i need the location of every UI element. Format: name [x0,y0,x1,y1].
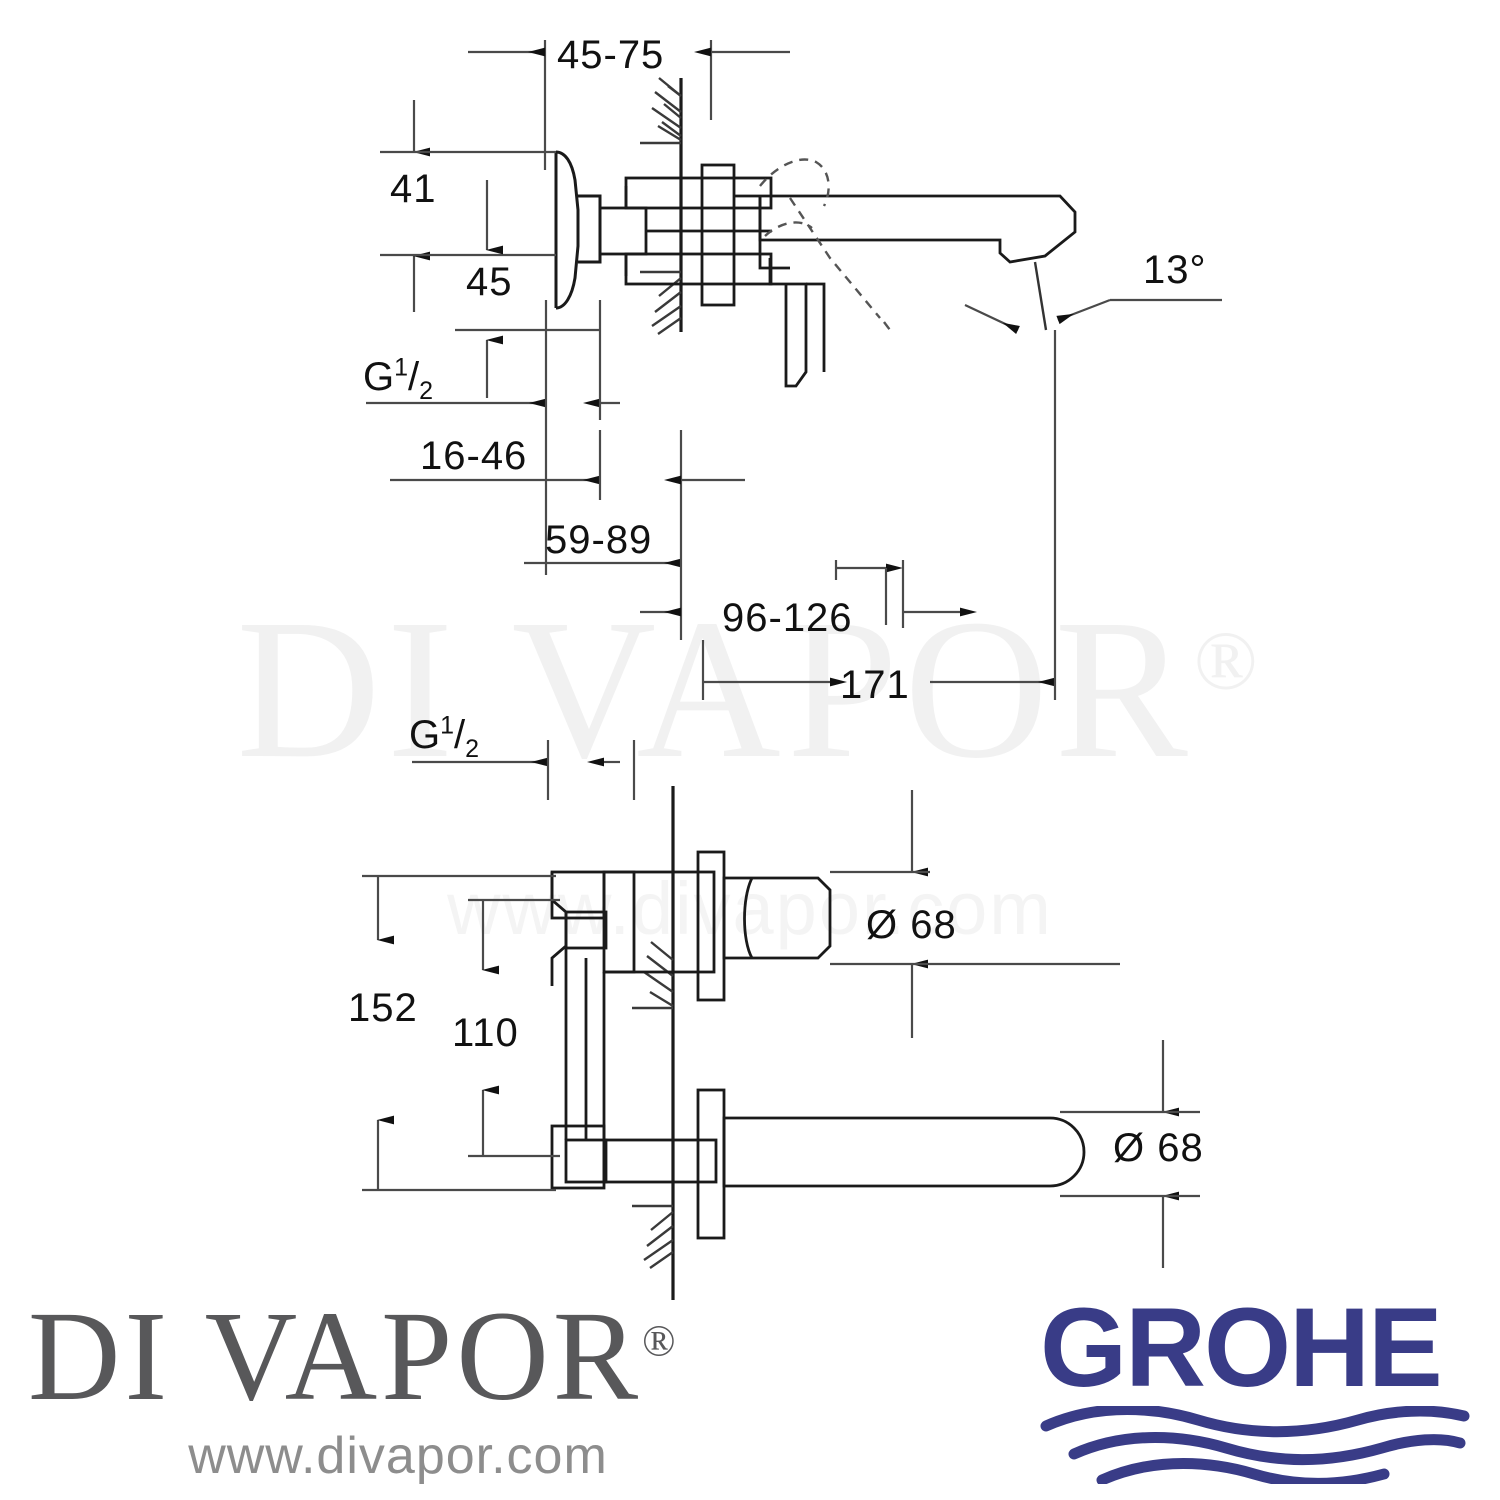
dimension-label-152: 152 [348,986,418,1030]
divapor-logo-text: DI VAPOR [28,1285,643,1427]
side-view-dimension-lines [366,40,1222,700]
dimension-label-thread-g-half-front: G1/2 [409,711,479,762]
registered-trademark-icon: ® [642,1316,680,1366]
thread-slash-2: / [454,713,466,757]
front-view-dimension-lines [362,740,1200,1268]
thread-denominator-2: 2 [465,735,480,763]
dimension-label-diameter-68-lower: Ø 68 [1113,1126,1204,1170]
dimension-label-thread-g-half-side: G1/2 [363,353,433,404]
dimension-label-41: 41 [390,167,437,211]
watermark-registered-icon: ® [1193,614,1264,708]
thread-numerator: 1 [394,353,409,382]
thread-letter-g-2: G [409,713,441,757]
dimension-label-13-degrees: 13° [1143,248,1207,292]
thread-denominator: 2 [419,377,434,405]
dimension-label-110: 110 [452,1011,519,1055]
dimension-label-45-75: 45-75 [557,33,665,77]
grohe-logo: GROHE [1040,1285,1480,1484]
grohe-wave-icon [1040,1406,1470,1484]
dimension-label-171: 171 [840,663,910,707]
thread-slash: / [408,355,420,399]
thread-numerator-2: 1 [440,711,455,740]
dimension-label-96-126: 96-126 [722,596,853,640]
front-view-geometry [550,786,1086,1300]
watermark-brand-text: DI VAPOR [236,579,1194,800]
thread-letter-g: G [363,355,395,399]
dimension-label-59-89: 59-89 [545,518,653,562]
dimension-label-16-46: 16-46 [420,434,528,478]
divapor-logo-wordmark: DI VAPOR® [28,1292,768,1420]
dimension-label-diameter-68-upper: Ø 68 [866,903,957,947]
divapor-logo-url: www.divapor.com [188,1427,608,1485]
dimension-label-45: 45 [466,260,513,304]
grohe-logo-text: GROHE [1040,1285,1443,1410]
watermark-brand: DI VAPOR® [0,590,1500,790]
side-view-geometry [554,77,1077,388]
divapor-logo: DI VAPOR® www.divapor.com [28,1292,768,1485]
